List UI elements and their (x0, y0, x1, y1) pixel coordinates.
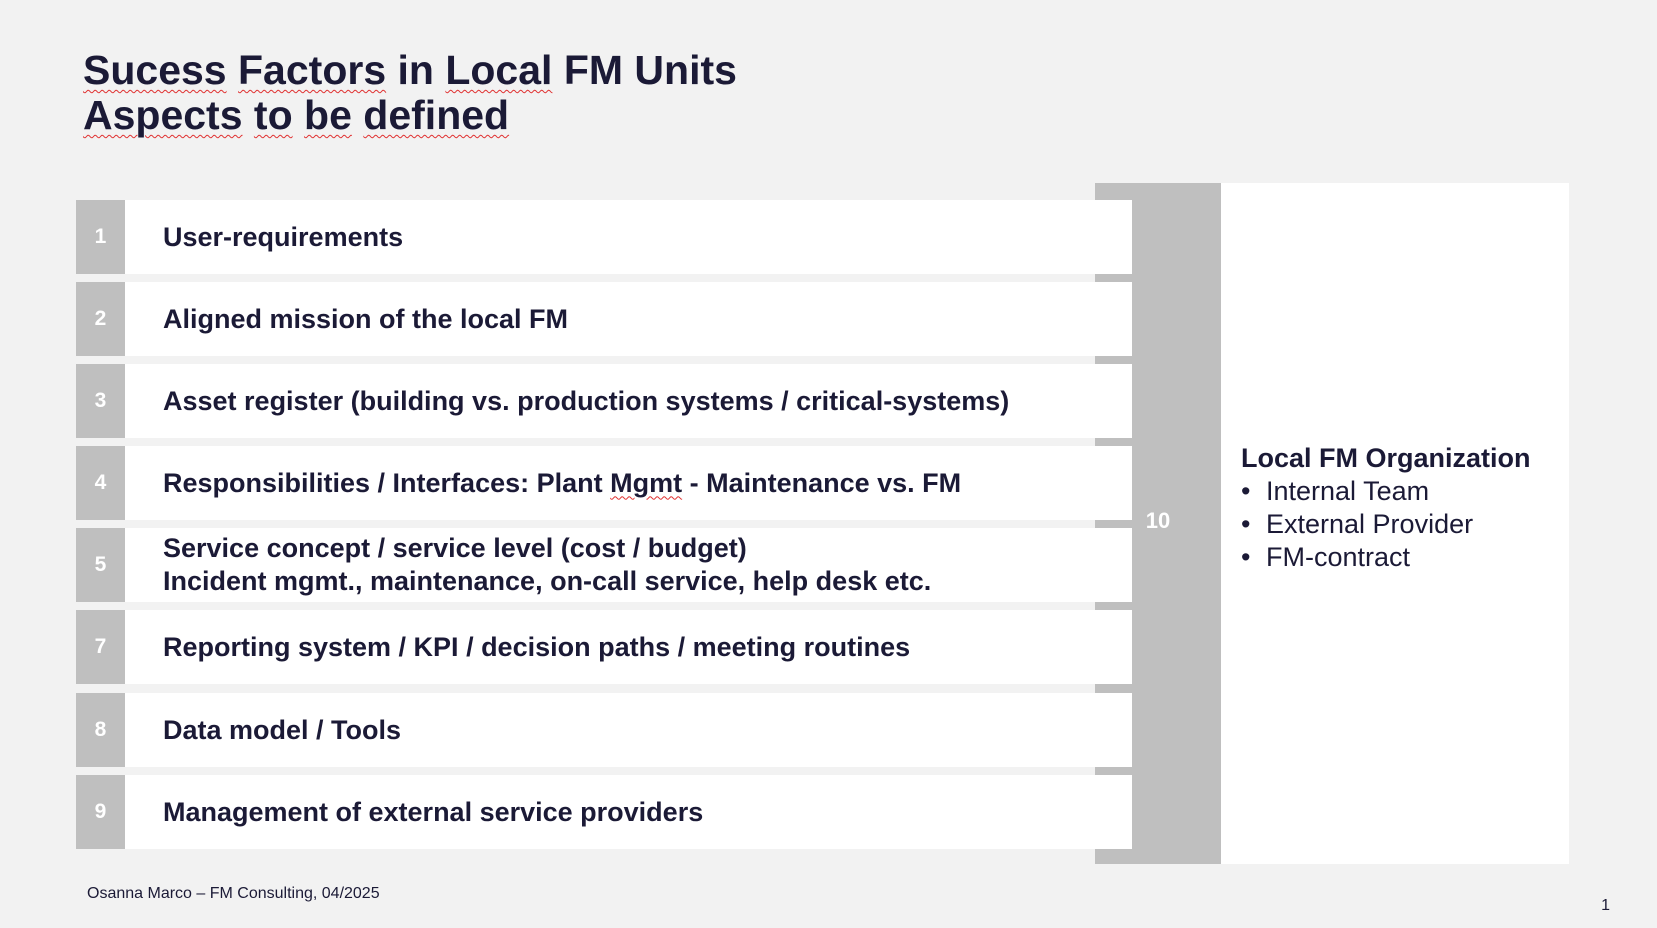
page-number: 1 (1601, 897, 1610, 914)
factor-label: Reporting system / KPI / decision paths … (163, 610, 1122, 684)
title-line-1: Sucess Factors in Local FM Units (83, 48, 737, 93)
factor-label-line: Service concept / service level (cost / … (163, 533, 747, 563)
factor-label: Asset register (building vs. production … (163, 364, 1122, 438)
factor-label-line: Aligned mission of the local FM (163, 303, 569, 334)
title-space (293, 92, 304, 138)
factor-row-9: 9 Management of external service provide… (76, 775, 1132, 849)
factor-label-line: User-requirements (163, 221, 404, 252)
title-space (243, 92, 254, 138)
title-word: in (386, 47, 446, 93)
factor-row-5: 5 Service concept / service level (cost … (76, 528, 1132, 602)
factor-label: Data model / Tools (163, 693, 1122, 767)
factor-number: 2 (76, 282, 125, 356)
factor-row-8: 8 Data model / Tools (76, 693, 1132, 767)
factor-number: 9 (76, 775, 125, 849)
title-word: to (253, 92, 293, 138)
title-line-2: Aspects to be defined (83, 93, 737, 138)
title-word: defined (363, 92, 510, 138)
title-word: Aspects (83, 92, 243, 138)
factor-number: 3 (76, 364, 125, 438)
slide-title: Sucess Factors in Local FM Units Aspects… (83, 48, 737, 138)
factor-number: 4 (76, 446, 125, 520)
title-space (352, 92, 363, 138)
factor-label: Service concept / service level (cost / … (163, 528, 1122, 602)
organization-block: Local FM Organization Internal Team Exte… (1241, 441, 1566, 574)
factor-row-7: 7 Reporting system / KPI / decision path… (76, 610, 1132, 684)
factor-label-line: Management of external service providers (163, 796, 704, 827)
factor-number: 5 (76, 528, 125, 602)
factor-label: Management of external service providers (163, 775, 1122, 849)
factor-label: Responsibilities / Interfaces: Plant Mgm… (163, 446, 1122, 520)
factor-label: User-requirements (163, 200, 1122, 274)
organization-title: Local FM Organization (1241, 443, 1531, 473)
bar-number-badge: 10 (1145, 508, 1171, 533)
factor-number: 8 (76, 693, 125, 767)
factor-label-part: Mgmt (610, 467, 683, 498)
title-word: Factors (238, 47, 387, 93)
factor-label: Aligned mission of the local FM (163, 282, 1122, 356)
footer-text: Osanna Marco – FM Consulting, 04/2025 (87, 885, 380, 902)
title-word: be (304, 92, 352, 138)
factor-row-1: 1 User-requirements (76, 200, 1132, 274)
organization-item: External Provider (1241, 508, 1566, 541)
factor-label-line: Reporting system / KPI / decision paths … (163, 631, 911, 662)
title-space (227, 47, 238, 93)
factor-label-line: Asset register (building vs. production … (163, 385, 1010, 416)
local-fm-organization-panel: Local FM Organization Internal Team Exte… (1221, 183, 1569, 864)
organization-list: Internal Team External Provider FM-contr… (1241, 475, 1566, 574)
factor-number: 7 (76, 610, 125, 684)
factor-label-part: - Maintenance vs. FM (682, 467, 962, 498)
factor-row-3: 3 Asset register (building vs. productio… (76, 364, 1132, 438)
organization-item: FM-contract (1241, 541, 1566, 574)
title-word: FM Units (552, 47, 737, 93)
organization-item: Internal Team (1241, 475, 1566, 508)
factor-number: 1 (76, 200, 125, 274)
title-word: Local (445, 47, 553, 93)
factor-row-2: 2 Aligned mission of the local FM (76, 282, 1132, 356)
factor-row-4: 4 Responsibilities / Interfaces: Plant M… (76, 446, 1132, 520)
factor-label-part: Responsibilities / Interfaces: Plant (163, 467, 611, 498)
factor-label-line: Data model / Tools (163, 714, 402, 745)
factor-label-line: Responsibilities / Interfaces: Plant Mgm… (163, 467, 1122, 500)
factor-label-line: Incident mgmt., maintenance, on-call ser… (163, 566, 932, 596)
title-word: Sucess (83, 47, 227, 93)
